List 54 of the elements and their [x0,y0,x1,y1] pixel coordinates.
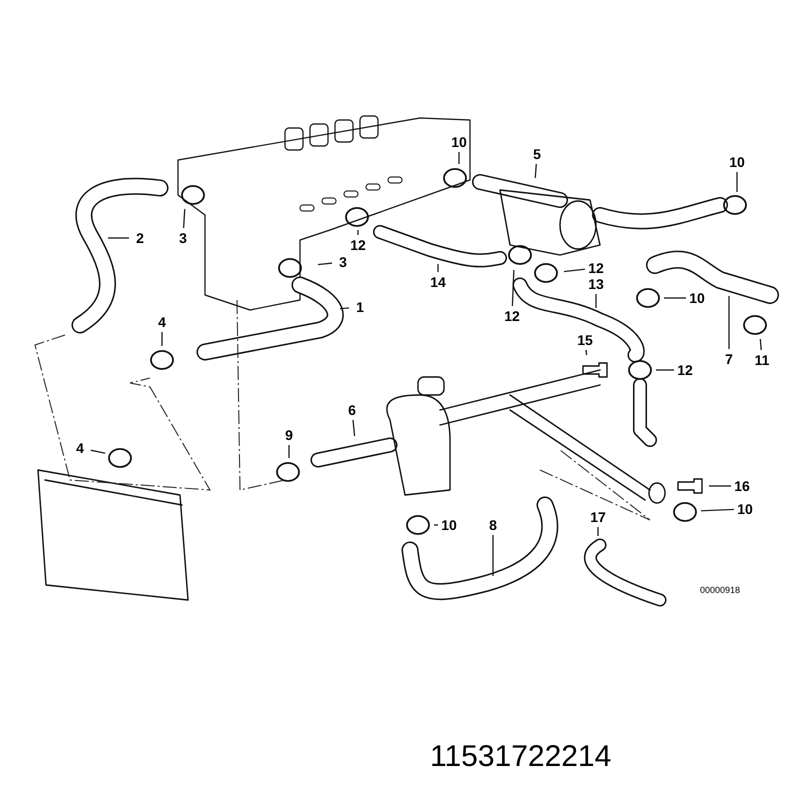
part-number: 11531722214 [430,740,612,774]
leader-line [597,527,599,536]
callout-number: 1 [356,299,364,315]
leader-line [108,237,129,239]
callout-number: 16 [734,478,750,494]
leader-line [458,152,460,164]
callout-number: 17 [590,509,606,525]
leader-line [183,208,186,228]
leader-line [656,369,674,371]
leader-line [709,485,731,487]
callout-number: 12 [677,362,693,378]
leader-line [357,230,359,235]
drawing-number: 00000918 [700,585,740,595]
callout-number: 11 [754,352,770,368]
callout-number: 5 [533,146,541,162]
callout-number: 10 [729,154,745,170]
callout-number: 4 [158,314,166,330]
leader-line [664,297,686,299]
callout-number: 3 [339,254,347,270]
leader-line [534,164,537,178]
callout-number: 12 [350,237,366,253]
callout-number: 10 [451,134,467,150]
callout-number: 10 [441,517,457,533]
leader-line [564,268,586,272]
leader-line [288,445,290,458]
callout-number: 3 [179,230,187,246]
leader-line [512,270,514,306]
callout-number: 8 [489,517,497,533]
callout-number: 7 [725,351,733,367]
leader-line [437,264,439,272]
leader-line [340,307,350,310]
leader-line [434,524,438,526]
leader-line [318,262,332,266]
leader-line [736,172,738,192]
callout-number: 14 [430,274,446,290]
callout-number: 12 [504,308,520,324]
leader-line [352,420,356,436]
leader-line [161,332,163,346]
leader-line [585,350,588,356]
callout-number: 12 [588,260,604,276]
leader-line [728,296,730,349]
callout-number: 4 [76,440,84,456]
leader-line [90,450,106,454]
callout-number: 6 [348,402,356,418]
leader-line [760,338,762,350]
callout-number: 15 [577,332,593,348]
callout-number: 10 [737,501,753,517]
callout-number: 9 [285,427,293,443]
callout-number: 10 [689,290,705,306]
callout-number: 13 [588,276,604,292]
leader-line [700,508,734,512]
leader-line [595,294,597,308]
callout-number: 2 [136,230,144,246]
leader-line [492,535,494,576]
